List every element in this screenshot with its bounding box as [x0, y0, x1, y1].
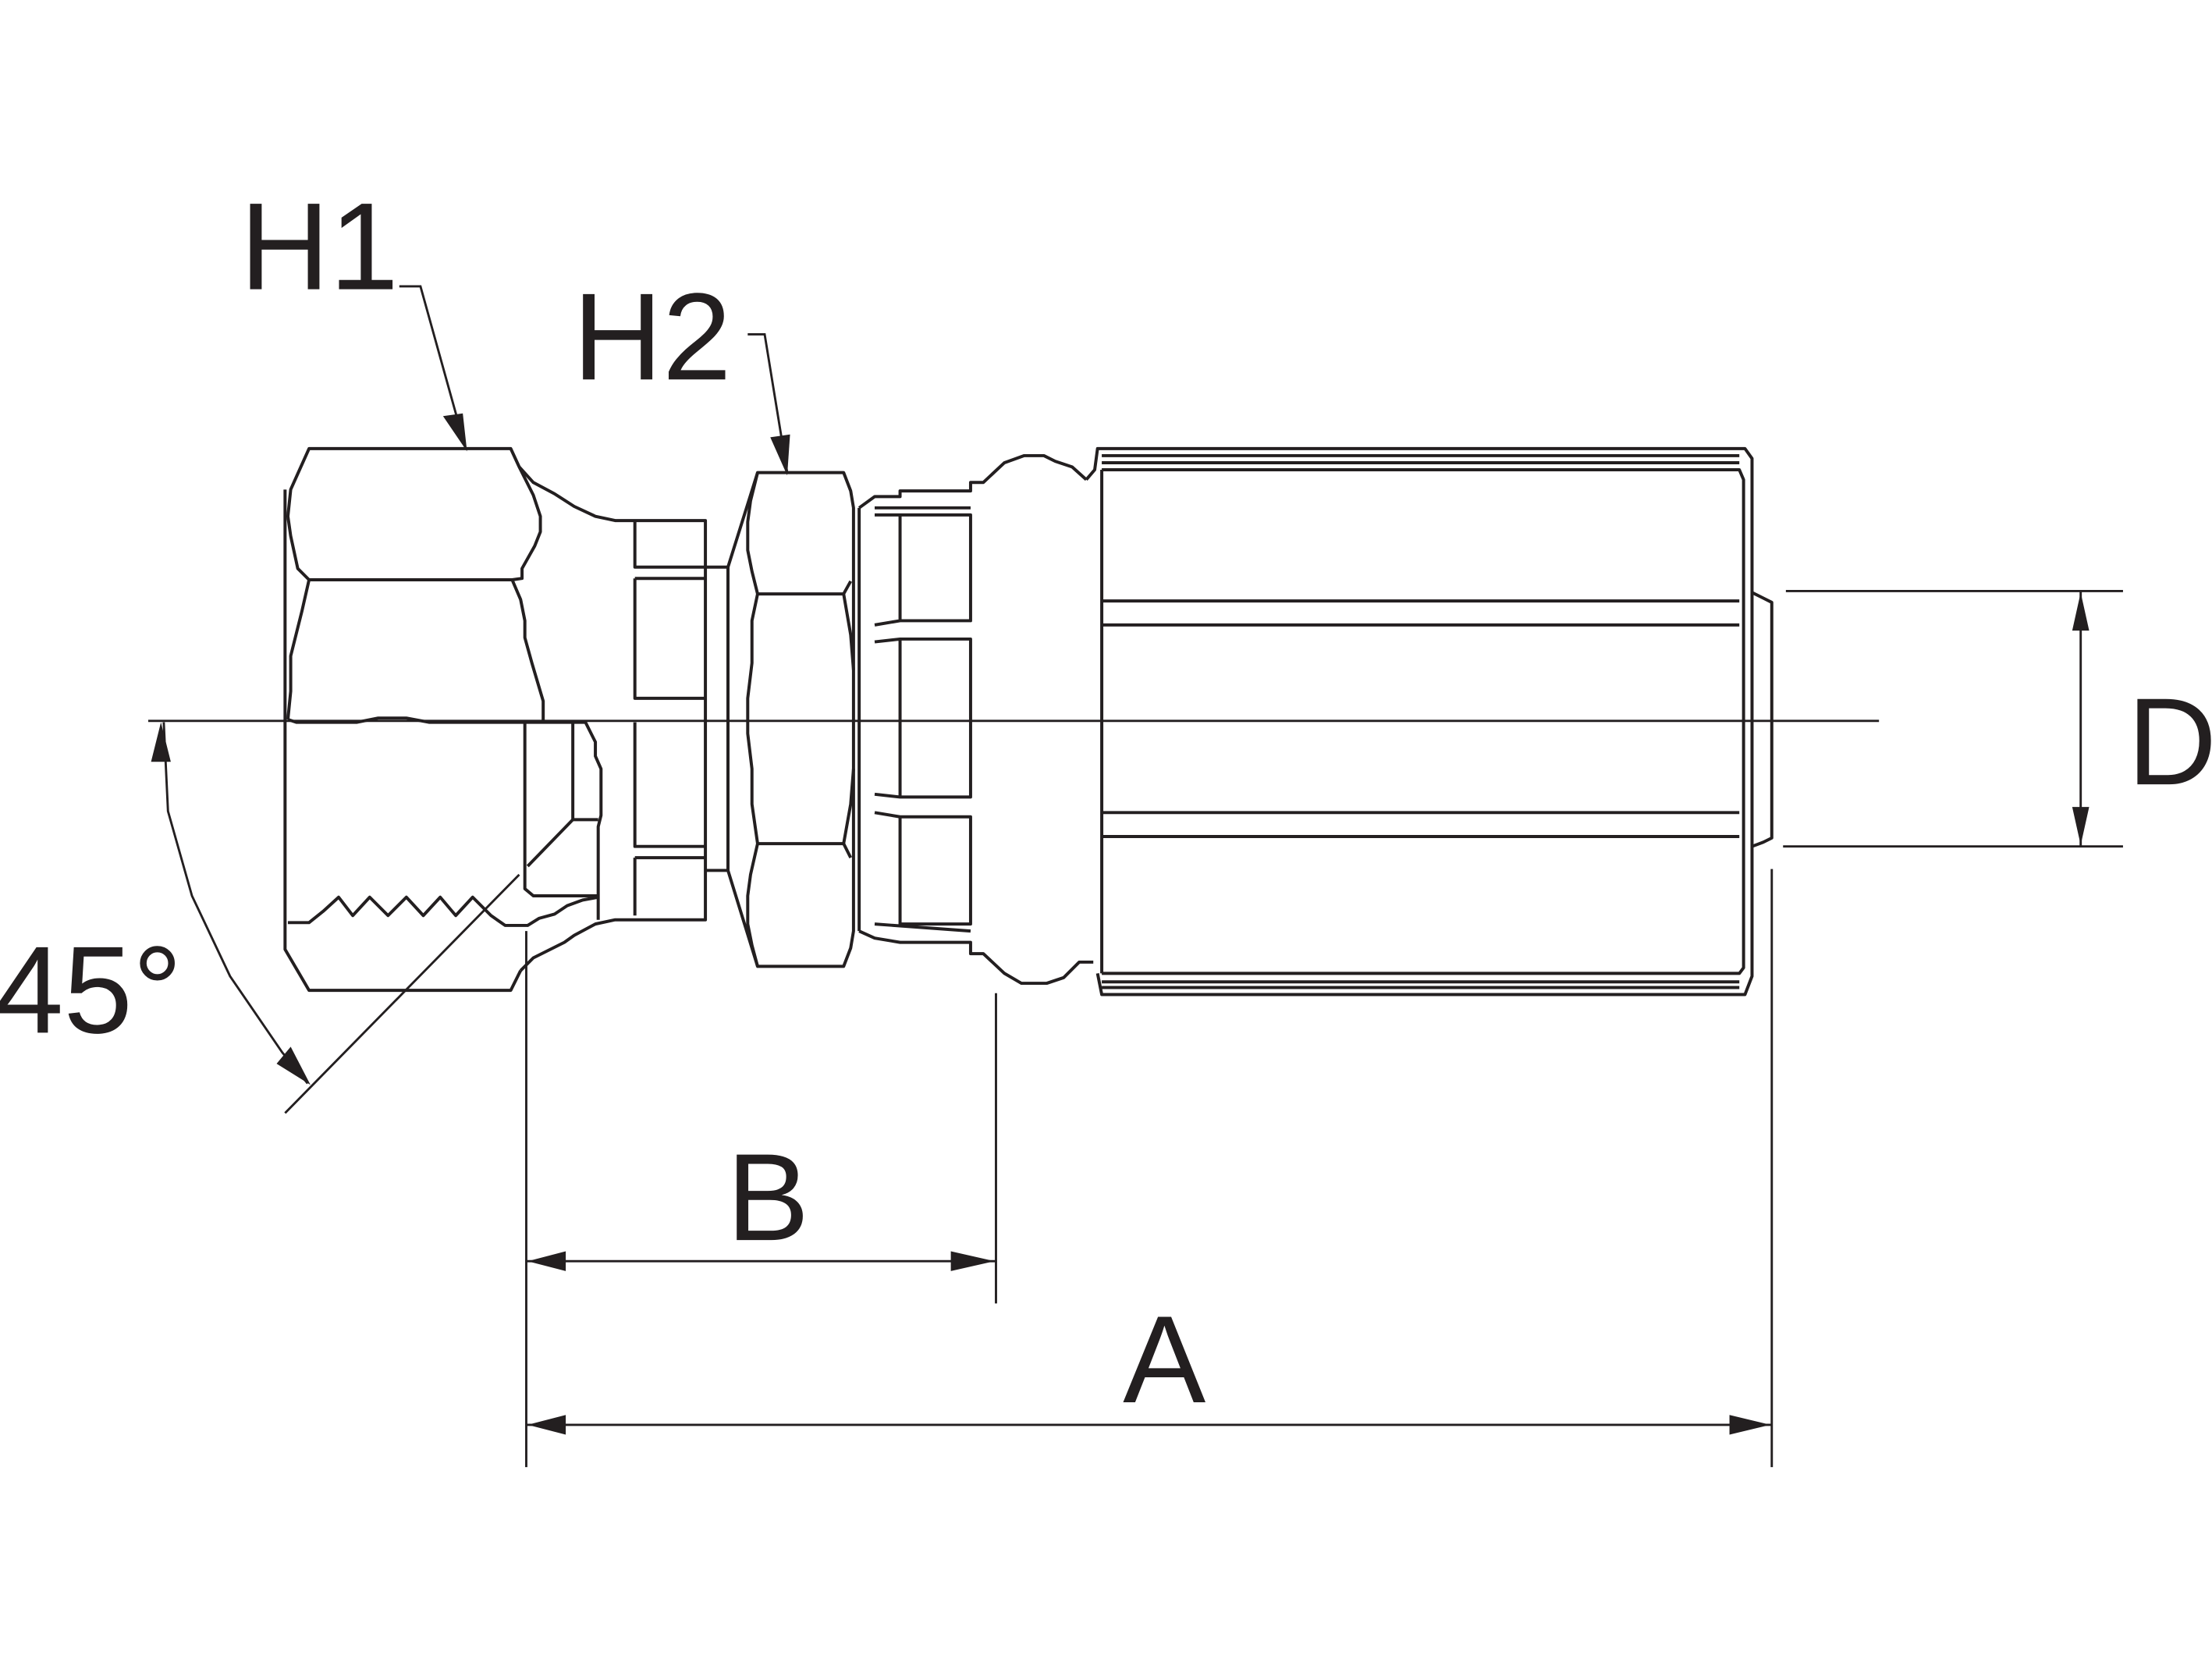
leader-h2: H2 — [573, 267, 790, 476]
label-h2: H2 — [573, 267, 731, 406]
swivel-nut — [283, 446, 708, 993]
hex-body — [705, 453, 1094, 986]
dimension-b: B — [525, 931, 997, 1468]
leader-h1: H1 — [240, 177, 467, 452]
label-b: B — [726, 1128, 809, 1266]
dimension-a: A — [526, 869, 1774, 1468]
label-angle: 45° — [0, 920, 182, 1059]
angle-dimension: 45° — [0, 722, 520, 1114]
label-d: D — [2127, 672, 2212, 811]
label-a: A — [1123, 1290, 1205, 1429]
label-h1: H1 — [240, 177, 398, 316]
dimension-d: D — [1783, 590, 2212, 848]
socket — [1085, 446, 1774, 996]
